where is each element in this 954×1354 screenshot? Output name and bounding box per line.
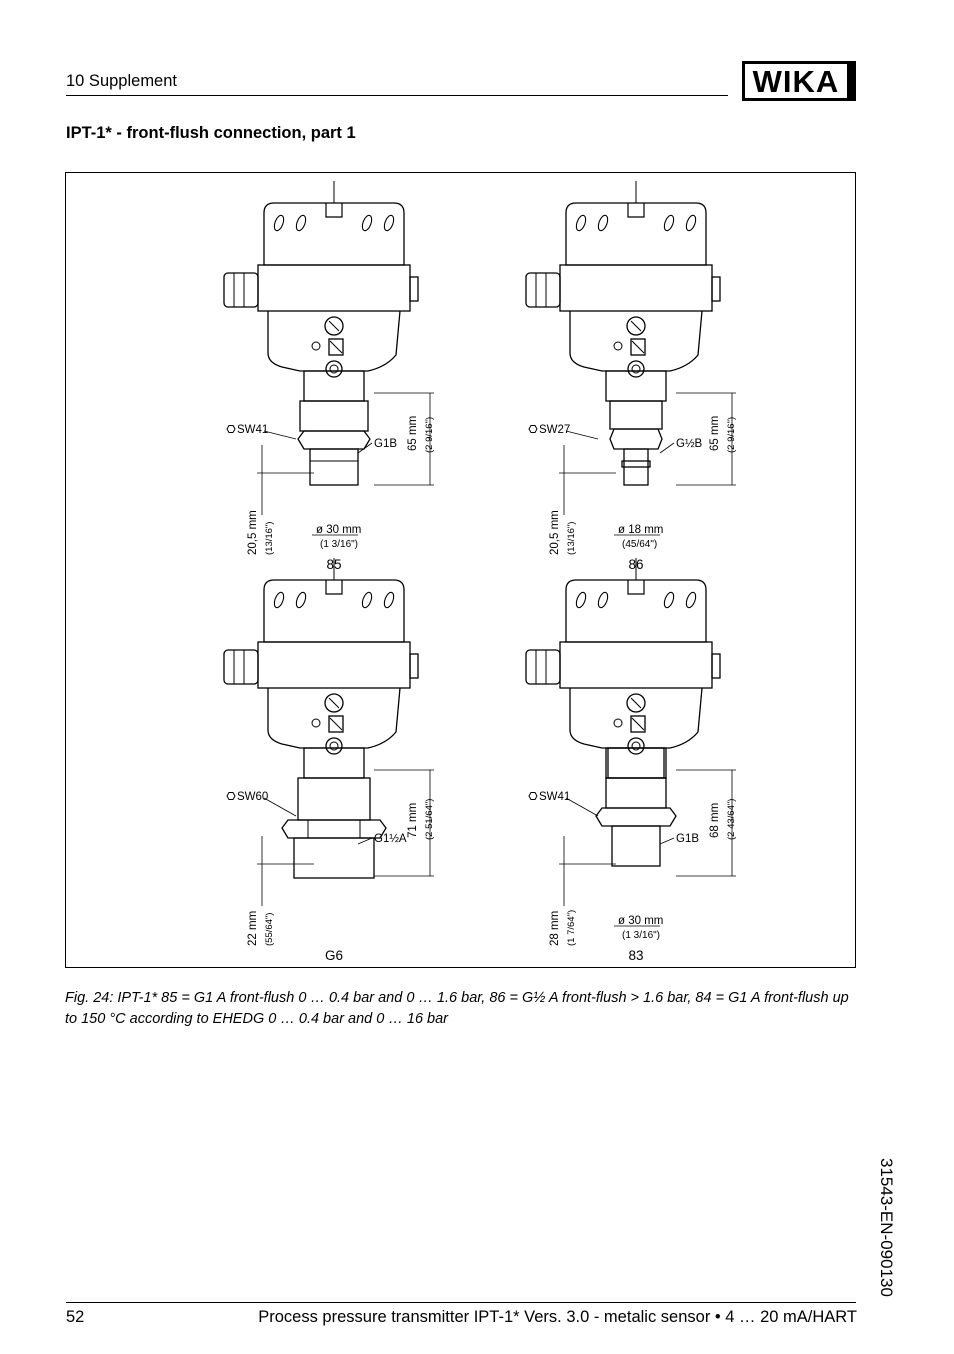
height-label: 71 mm — [407, 803, 419, 838]
bottom-dimension-label: 28 mm — [549, 911, 561, 946]
thread-label: G1B — [676, 833, 699, 845]
variant-label: 83 — [628, 948, 643, 963]
height-inch-label: (2 9/16") — [726, 417, 737, 453]
diameter-label: ø 30 mm — [618, 915, 663, 927]
diameter-inch-label: (1 3/16") — [320, 539, 358, 550]
wrench-size-label: SW41 — [528, 791, 599, 817]
diameter-label: ø 18 mm — [618, 524, 663, 536]
thread-label: G1½A — [374, 833, 407, 845]
header-divider — [66, 95, 728, 96]
wrench-size-label: SW60 — [226, 791, 297, 817]
page-number: 52 — [66, 1308, 85, 1326]
section-heading: 10 Supplement — [66, 72, 177, 90]
height-inch-label: (2 43/64") — [726, 799, 737, 840]
footer-divider — [66, 1302, 856, 1303]
document-number: 31543-EN-090130 — [877, 1158, 896, 1297]
height-label: 65 mm — [407, 416, 419, 451]
wrench-size-label: SW27 — [528, 424, 599, 440]
bottom-inch-label: (13/16") — [264, 522, 275, 555]
thread-label: G½B — [676, 438, 703, 450]
logo-text: WIKA — [753, 64, 840, 99]
wika-logo: WIKA — [742, 61, 856, 101]
bottom-inch-label: (1 7/64") — [566, 910, 577, 946]
diameter-inch-label: (45/64") — [622, 539, 657, 550]
wrench-size-label: SW41 — [226, 424, 297, 440]
height-inch-label: (2 9/16") — [424, 417, 435, 453]
variant-label: G6 — [325, 948, 343, 963]
diameter-label: ø 30 mm — [316, 524, 361, 536]
thread-label: G1B — [374, 438, 397, 450]
height-inch-label: (2 51/64") — [424, 799, 435, 840]
page-title: IPT-1* - front-flush connection, part 1 — [66, 124, 356, 142]
height-label: 68 mm — [709, 803, 721, 838]
bottom-inch-label: (13/16") — [566, 522, 577, 555]
bottom-dimension-label: 22 mm — [247, 911, 259, 946]
bottom-dimension-label: 20,5 mm — [247, 510, 259, 555]
height-label: 65 mm — [709, 416, 721, 451]
svg-text:SW41: SW41 — [539, 791, 570, 803]
svg-text:SW60: SW60 — [237, 791, 268, 803]
svg-text:SW27: SW27 — [539, 424, 570, 436]
footer-title: Process pressure transmitter IPT-1* Vers… — [258, 1308, 857, 1326]
svg-text:SW41: SW41 — [237, 424, 268, 436]
diameter-inch-label: (1 3/16") — [622, 930, 660, 941]
bottom-inch-label: (55/64") — [264, 913, 275, 946]
bottom-dimension-label: 20,5 mm — [549, 510, 561, 555]
figure-caption: Fig. 24: IPT-1* 85 = G1 A front-flush 0 … — [65, 990, 849, 1027]
